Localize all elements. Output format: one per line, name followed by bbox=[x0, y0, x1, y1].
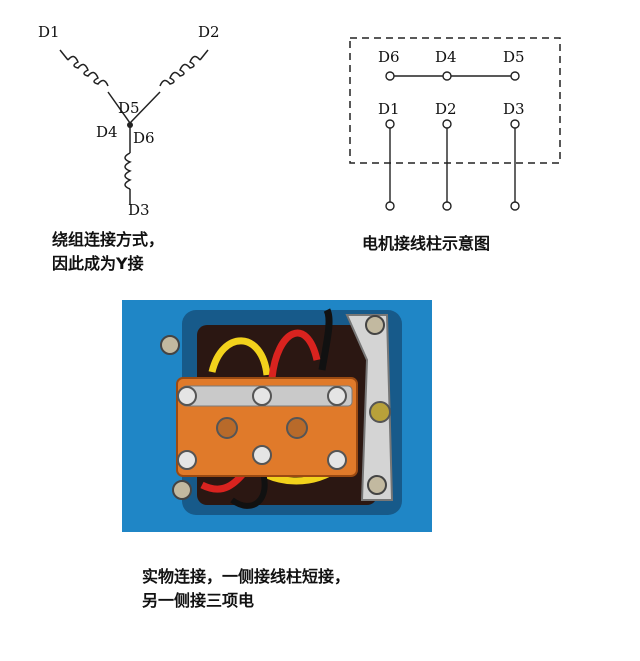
ground-bracket bbox=[345, 314, 394, 501]
label-d5: D5 bbox=[118, 99, 140, 117]
terminal-d6 bbox=[385, 71, 395, 81]
bottom-label-2: D2 bbox=[435, 100, 457, 118]
terminal-d5 bbox=[510, 71, 520, 81]
top-label-2: D4 bbox=[435, 48, 457, 66]
supply-leads bbox=[389, 128, 516, 202]
bottom-row-terminals bbox=[385, 119, 520, 211]
photo-caption: 实物连接，一侧接线柱短接， 另一侧接三项电 bbox=[142, 565, 350, 613]
star-winding-diagram: D1 D2 D5 D4 D6 D3 bbox=[38, 23, 220, 219]
label-d4: D4 bbox=[96, 123, 118, 141]
label-d3: D3 bbox=[128, 201, 150, 219]
terminal-d1 bbox=[385, 119, 395, 129]
wire-black-1 bbox=[318, 308, 333, 371]
label-d1: D1 bbox=[38, 23, 60, 41]
bottom-label-1: D1 bbox=[378, 100, 400, 118]
star-point bbox=[127, 122, 133, 128]
terminal-nuts bbox=[177, 386, 347, 470]
label-d6: D6 bbox=[133, 129, 155, 147]
wire-black-2 bbox=[230, 469, 268, 509]
wire-red-1 bbox=[268, 329, 321, 379]
winding-d2 bbox=[129, 49, 209, 124]
terminal-box-photo bbox=[122, 300, 432, 532]
star-caption-line1: 绕组连接方式， bbox=[52, 230, 165, 249]
housing-screws bbox=[160, 315, 387, 500]
winding-d3 bbox=[124, 127, 132, 205]
terminal-caption: 电机接线柱示意图 bbox=[362, 232, 490, 256]
ground-screw bbox=[369, 401, 391, 423]
terminal-d4 bbox=[442, 71, 452, 81]
lead-end-2 bbox=[442, 201, 452, 211]
bottom-label-3: D3 bbox=[503, 100, 525, 118]
lead-end-1 bbox=[385, 201, 395, 211]
terminal-diagram: D6 D4 D5 D1 D2 D3 bbox=[349, 37, 561, 211]
photo-caption-line1: 实物连接，一侧接线柱短接， bbox=[142, 567, 351, 586]
winding-d1 bbox=[59, 49, 131, 124]
lead-end-3 bbox=[510, 201, 520, 211]
photo-caption-line2: 另一侧接三项电 bbox=[142, 591, 255, 610]
top-row-terminals bbox=[385, 71, 520, 81]
star-caption: 绕组连接方式， 因此成为Y接 bbox=[52, 228, 164, 276]
terminal-caption-text: 电机接线柱示意图 bbox=[362, 234, 491, 253]
wire-yellow-1 bbox=[208, 337, 271, 376]
top-label-3: D5 bbox=[503, 48, 525, 66]
top-label-1: D6 bbox=[378, 48, 400, 66]
terminal-d3 bbox=[510, 119, 520, 129]
terminal-d2 bbox=[442, 119, 452, 129]
label-d2: D2 bbox=[198, 23, 220, 41]
star-caption-line2: 因此成为Y接 bbox=[52, 254, 144, 273]
